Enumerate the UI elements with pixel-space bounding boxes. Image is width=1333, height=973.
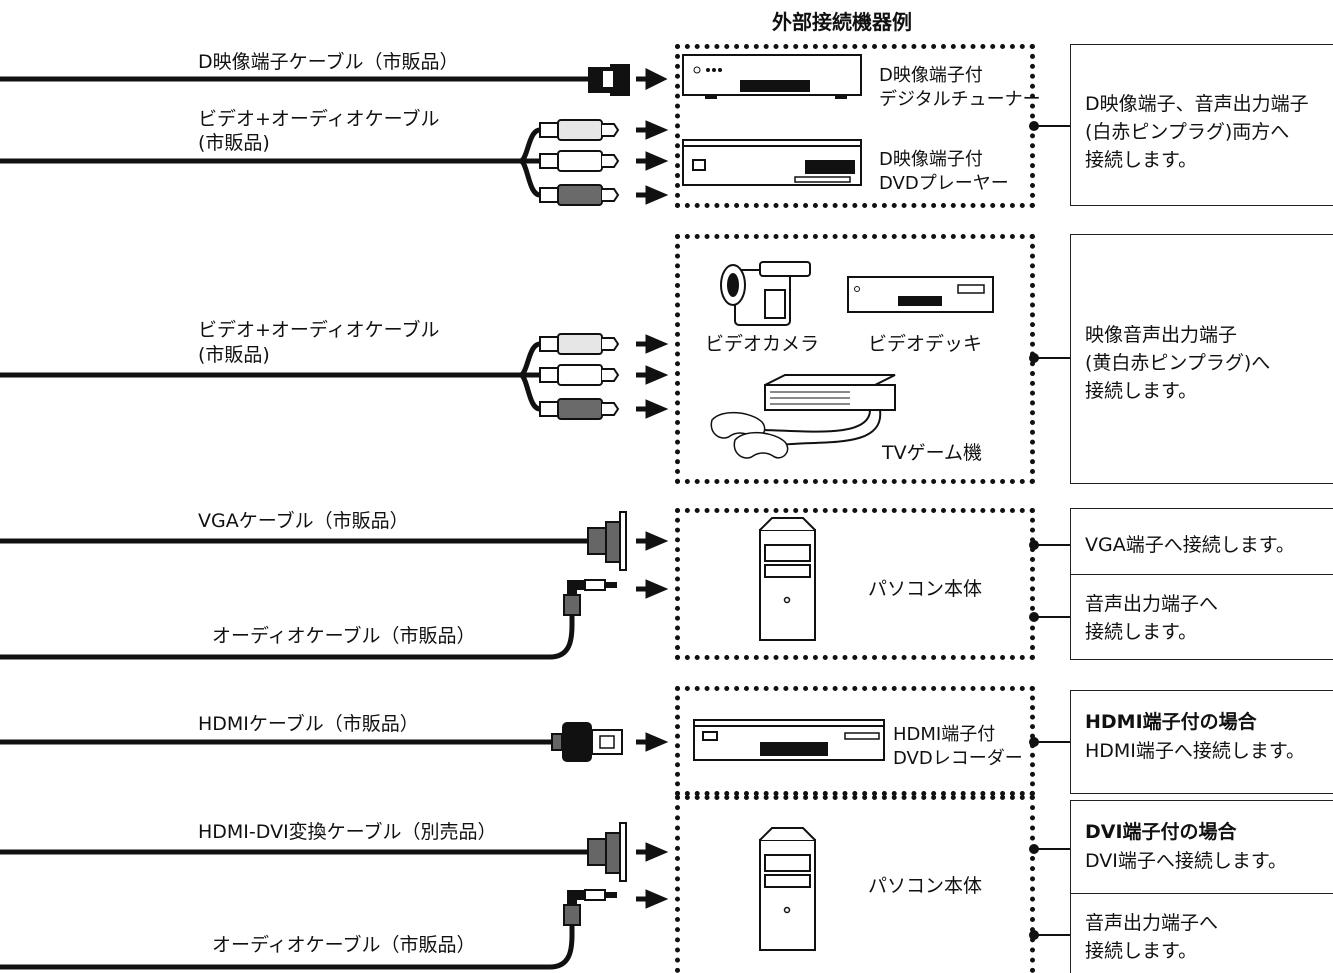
device-label: TVゲーム機 [882,442,983,464]
cable-label-av1: ビデオ+オーディオケーブル [198,108,440,130]
hdmi-cable [0,722,623,762]
note-title: HDMI端子付の場合 [1085,711,1257,733]
note-connectors [1029,121,1070,940]
cable-label-av2-sub: (市販品) [198,344,270,366]
diagram-title: 外部接続機器例 [772,10,912,34]
device-label: デジタルチューナー [879,89,1041,110]
device-label: パソコン本体 [868,875,983,897]
note-text: 音声出力端子へ [1085,593,1219,615]
device-label: DVDプレーヤー [879,173,1009,194]
device-group-box [675,508,1035,660]
cable-label-hdmi-dvi: HDMI-DVI変換ケーブル（別売品） [198,821,497,843]
note-text: (白赤ピンプラグ)両方へ [1085,121,1290,143]
cable-label-d-video: D映像端子ケーブル（市販品） [198,51,459,73]
note-title: DVI端子付の場合 [1085,821,1237,843]
device-label: D映像端子付 [879,65,983,86]
arrow-icon [636,889,669,909]
game-console-icon [710,374,896,459]
vcr-icon [847,276,994,313]
arrow-icon [636,531,669,551]
cable-label-av1-sub: (市販品) [198,132,270,154]
audio-cable-1 [0,579,617,660]
note-text: DVI端子へ接続します。 [1085,850,1287,872]
arrow-icon [636,67,668,91]
cable-label-vga: VGAケーブル（市販品） [198,510,409,532]
device-group-box [675,44,1035,208]
note-text: D映像端子、音声出力端子 [1085,93,1309,115]
device-label: ビデオデッキ [868,333,983,355]
rca-plug-dark [539,184,620,206]
device-label: D映像端子付 [879,149,983,170]
note-box [1070,508,1333,660]
video-camera-icon [720,261,811,326]
device-group-box [675,795,1035,973]
note-box [1070,44,1333,206]
arrow-icon [636,334,669,419]
cable-label-audio2: オーディオケーブル（市販品） [212,934,476,956]
hdmi-dvi-cable [0,822,627,882]
arrow-icon [636,732,669,752]
note-text: HDMI端子へ接続します。 [1085,740,1306,762]
pc-tower-icon [759,517,816,641]
note-text: (黄白赤ピンプラグ)へ [1085,352,1271,374]
device-label: HDMI端子付 [893,724,996,745]
arrow-icon [636,120,669,205]
d-video-cable [0,64,630,96]
rca-plug-white [539,119,620,141]
note-text: 接続します。 [1085,380,1198,402]
av-cable-1 [0,127,541,198]
note-text: 接続します。 [1085,149,1198,171]
rca-plug-light [539,150,620,172]
note-text: 接続します。 [1085,940,1198,962]
note-divider [1070,574,1333,575]
device-label: DVDレコーダー [893,748,1023,769]
cable-label-av2: ビデオ+オーディオケーブル [198,319,440,341]
audio-cable-2 [0,889,617,970]
arrow-icon [636,579,669,599]
note-box [1070,234,1333,484]
device-label: パソコン本体 [868,578,983,600]
device-group-box [675,686,1035,796]
note-text: VGA端子へ接続します。 [1085,534,1295,556]
note-box [1070,800,1333,973]
note-box [1070,690,1333,794]
note-text: 接続します。 [1085,621,1198,643]
av-cable-2 [0,333,620,420]
arrow-icon [636,842,669,862]
device-label: ビデオカメラ [705,333,820,355]
device-group-box [675,234,1035,484]
cable-label-audio1: オーディオケーブル（市販品） [212,625,476,647]
note-text: 映像音声出力端子 [1085,324,1238,346]
note-text: 音声出力端子へ [1085,912,1219,934]
note-divider [1070,893,1333,894]
cable-label-hdmi: HDMIケーブル（市販品） [198,713,419,735]
tuner-icon [682,54,862,99]
dvd-recorder-icon [693,719,885,761]
vga-cable [0,511,627,571]
dvd-player-icon [682,139,862,186]
pc-tower-icon [759,827,816,951]
